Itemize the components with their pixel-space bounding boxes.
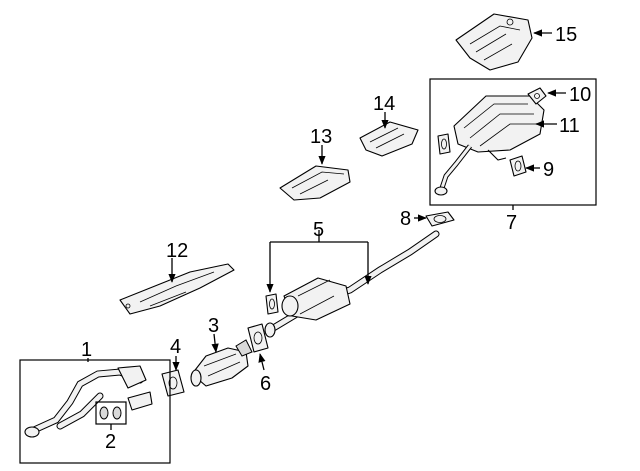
callout-15: 15	[555, 24, 577, 46]
callout-10: 10	[569, 84, 591, 106]
rubber-hanger-10	[527, 87, 547, 105]
rubber-hangers-2	[99, 406, 122, 420]
gasket-6	[247, 323, 269, 353]
catalytic-converter	[190, 339, 253, 387]
callout-3: 3	[208, 315, 219, 337]
callout-11: 11	[559, 115, 580, 137]
callout-7: 7	[506, 212, 517, 234]
front-pipe	[24, 365, 153, 438]
heat-shield-rear-upper	[455, 13, 533, 71]
heat-shield-12	[119, 263, 235, 315]
gasket-8	[425, 211, 455, 227]
callout-12: 12	[166, 240, 188, 262]
callout-13: 13	[310, 126, 332, 148]
callout-1: 1	[81, 339, 92, 361]
callout-9: 9	[543, 159, 554, 181]
callout-8: 8	[400, 208, 411, 230]
rear-muffler	[434, 95, 545, 196]
callout-4: 4	[170, 336, 181, 358]
callout-6: 6	[260, 373, 271, 395]
heat-shield-13	[279, 165, 351, 201]
leader-3	[211, 333, 219, 353]
center-pipe-resonator	[264, 230, 440, 338]
heat-shield-14	[359, 121, 419, 157]
callout-14: 14	[373, 93, 395, 115]
front-pipe-box	[19, 359, 171, 464]
callout-5: 5	[313, 219, 324, 241]
callout-2: 2	[105, 431, 116, 453]
gasket-4	[161, 369, 185, 397]
rubber-hanger-left	[437, 133, 451, 155]
rubber-hanger-5	[265, 293, 279, 315]
leader-6	[258, 353, 266, 371]
rubber-hanger-9	[509, 155, 527, 177]
